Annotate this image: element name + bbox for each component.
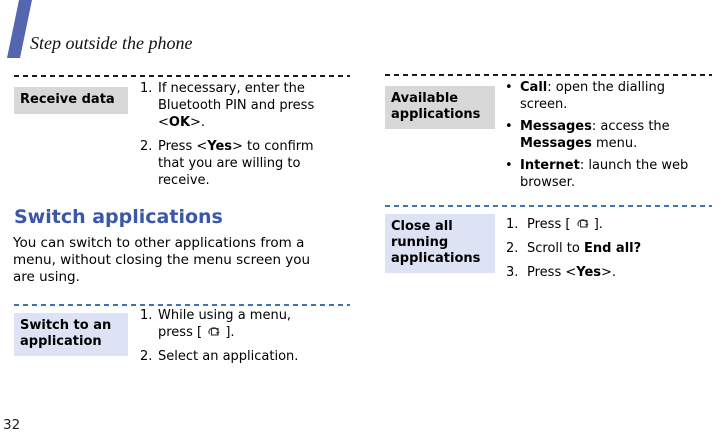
page-number: 32 xyxy=(3,417,21,433)
receive-data-steps: If necessary, enter the Bluetooth PIN an… xyxy=(140,80,328,196)
close-all-step-3: Press <Yes>. xyxy=(506,264,617,281)
divider-available-applications xyxy=(385,74,712,76)
switch-to-application-label: Switch to an application xyxy=(14,313,128,356)
app-switch-key-icon xyxy=(577,219,589,228)
available-app-messages: Messages: access the Messages menu. xyxy=(504,118,700,152)
switch-applications-intro: You can switch to other applications fro… xyxy=(13,235,311,285)
app-switch-key-icon xyxy=(208,327,220,336)
switch-applications-heading: Switch applications xyxy=(14,206,223,228)
divider-receive-data xyxy=(14,75,350,77)
available-applications-list: Call: open the dialling screen. Messages… xyxy=(504,79,700,196)
divider-switch-to-application xyxy=(14,304,350,306)
available-app-internet: Internet: launch the web browser. xyxy=(504,157,700,191)
switch-step-1: While using a menu, press [ ]. xyxy=(140,307,292,340)
receive-data-label: Receive data xyxy=(14,87,128,114)
divider-close-all xyxy=(385,205,712,207)
close-all-step-1: Press [ ]. xyxy=(506,216,603,233)
close-all-step-2: Scroll to End all? xyxy=(506,240,642,257)
switch-to-application-steps: While using a menu, press [ ]. Select an… xyxy=(140,307,330,372)
receive-data-step-2: Press <Yes> to confirm that you are will… xyxy=(140,138,314,188)
receive-data-step-1: If necessary, enter the Bluetooth PIN an… xyxy=(140,80,315,130)
switch-step-2: Select an application. xyxy=(140,348,299,365)
available-applications-label: Available applications xyxy=(385,86,495,129)
close-all-steps: Press [ ]. Scroll to End all? Press <Yes… xyxy=(506,216,706,288)
header-stripe-decoration xyxy=(7,0,32,58)
page-header-title: Step outside the phone xyxy=(30,33,193,53)
available-app-call: Call: open the dialling screen. xyxy=(504,79,700,113)
close-all-label: Close all running applications xyxy=(385,214,495,273)
